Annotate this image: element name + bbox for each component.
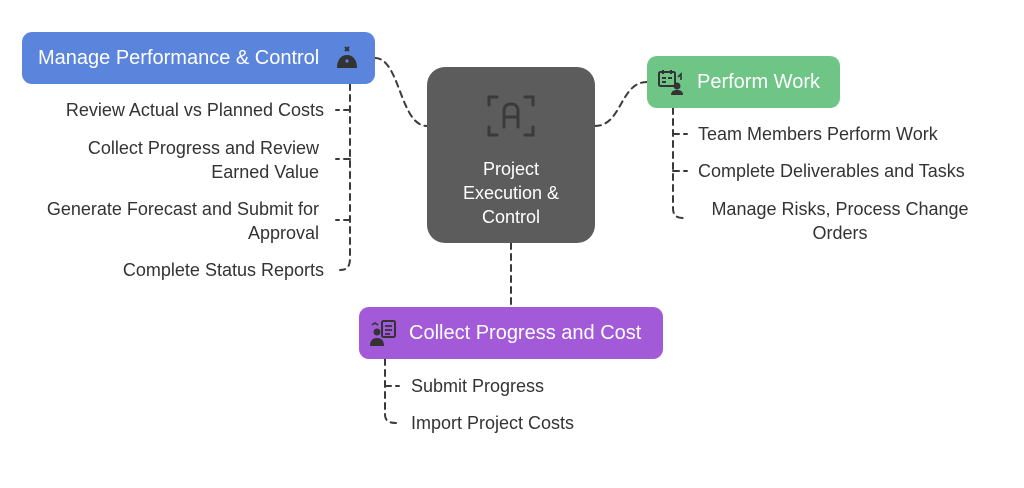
connector-manage-center — [374, 57, 428, 127]
center-node[interactable]: Project Execution & Control — [427, 67, 595, 243]
perform-item-2: Complete Deliverables and Tasks — [698, 161, 965, 181]
touch-hand-icon — [333, 44, 361, 72]
branch-manage-title: Manage Performance & Control — [38, 46, 320, 69]
branch-manage-performance[interactable]: Manage Performance & Control — [22, 32, 375, 84]
branch-collect-progress[interactable]: Collect Progress and Cost — [359, 307, 663, 359]
collect-item-1: Submit Progress — [411, 376, 545, 396]
branch-perform-title: Perform Work — [697, 70, 820, 93]
branch-collect-title: Collect Progress and Cost — [409, 321, 642, 344]
branch-perform-work[interactable]: Perform Work — [647, 56, 840, 108]
center-label: Project Execution & Control — [462, 159, 560, 227]
perform-item-3: Manage Risks, Process Change Orders — [711, 199, 969, 243]
manage-item-4: Complete Status Reports — [122, 260, 324, 280]
connector-manage-trunk — [339, 83, 351, 271]
connector-perform-center — [594, 81, 648, 127]
perform-item-1: Team Members Perform Work — [698, 124, 938, 144]
scan-a-icon — [485, 93, 537, 139]
clipboard-person-icon — [369, 319, 397, 347]
manage-item-3: Generate Forecast and Submit for Approva… — [46, 199, 319, 243]
calendar-worker-icon — [657, 68, 685, 96]
manage-item-2: Collect Progress and Review Earned Value — [87, 138, 319, 182]
manage-item-1: Review Actual vs Planned Costs — [65, 100, 324, 120]
collect-item-2: Import Project Costs — [411, 413, 575, 433]
connector-perform-trunk — [672, 107, 685, 219]
connector-collect-trunk — [384, 358, 397, 424]
